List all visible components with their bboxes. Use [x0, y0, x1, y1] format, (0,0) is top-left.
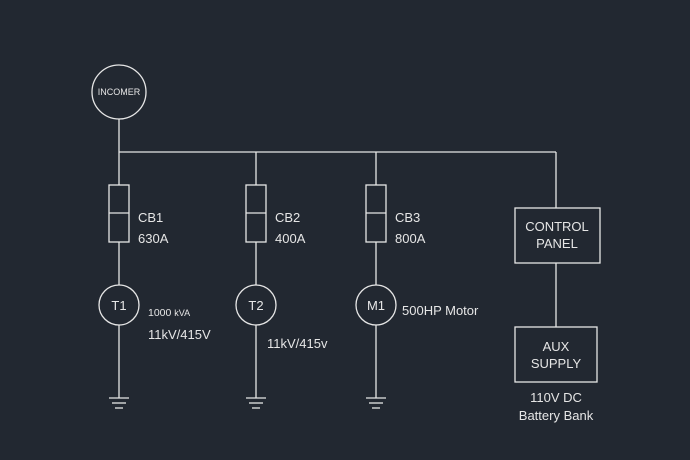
- transformer-t2-label: T2: [248, 298, 263, 313]
- breaker-cb3-rating: 800A: [395, 231, 426, 246]
- breaker-cb2-rating: 400A: [275, 231, 306, 246]
- aux-supply-note-line1: 110V DC: [530, 390, 582, 405]
- feeder-2: CB2 400A T2 11kV/415v: [235, 184, 328, 409]
- control-panel-label-line1: CONTROL: [525, 219, 589, 234]
- control-panel-box: [514, 207, 601, 264]
- ground-icon: [246, 397, 266, 409]
- breaker-cb1-rating: 630A: [138, 231, 169, 246]
- motor-m1-label: M1: [367, 298, 385, 313]
- transformer-t1-capacity: 1000 kVA: [148, 307, 190, 319]
- transformer-t1-label: T1: [111, 298, 126, 313]
- motor-m1-desc: 500HP Motor: [402, 303, 479, 318]
- feeder-3: CB3 800A M1 500HP Motor: [355, 184, 479, 409]
- feeder-1: CB1 630A T1 1000 kVA 11kV/415V: [98, 184, 211, 409]
- transformer-t1-capacity-value: 1000: [148, 307, 174, 319]
- breaker-cb1-label: CB1: [138, 210, 163, 225]
- transformer-t1-voltage: 11kV/415V: [148, 327, 211, 342]
- breaker-cb2-label: CB2: [275, 210, 300, 225]
- aux-supply-label-line1: AUX: [543, 339, 570, 354]
- breaker-cb3-label: CB3: [395, 210, 420, 225]
- incomer-label: INCOMER: [98, 87, 141, 97]
- aux-supply-note-line2: Battery Bank: [519, 408, 594, 423]
- transformer-t1-capacity-unit: kVA: [174, 308, 190, 318]
- control-panel-label-line2: PANEL: [536, 236, 578, 251]
- aux-supply-box: [514, 326, 598, 383]
- aux-supply-label-line2: SUPPLY: [531, 356, 582, 371]
- ground-icon: [366, 397, 386, 409]
- ground-icon: [109, 397, 129, 409]
- transformer-t2-voltage: 11kV/415v: [267, 336, 328, 351]
